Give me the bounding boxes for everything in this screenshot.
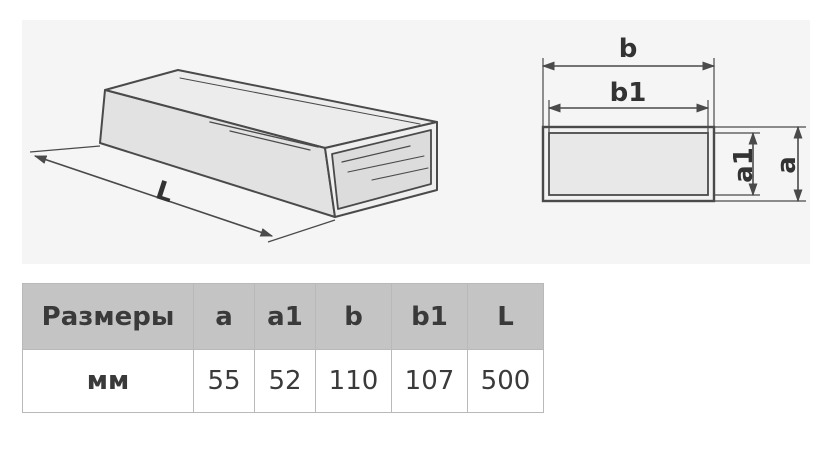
duct-cross-section: [541, 58, 806, 203]
table-row: мм 55 52 110 107 500: [22, 349, 544, 413]
outer-width-label: b: [619, 34, 638, 64]
outer-height-label: a: [772, 156, 802, 174]
section-inner-rect: [548, 132, 709, 196]
value-a: 55: [193, 349, 255, 413]
dimensions-table: Размеры a a1 b b1 L мм 55 52 110 107 500: [22, 283, 544, 413]
column-header-a1: a1: [254, 283, 316, 350]
column-header-b1: b1: [391, 283, 468, 350]
column-header-b: b: [315, 283, 392, 350]
table-header-row: Размеры a a1 b b1 L: [22, 283, 544, 350]
inner-width-label: b1: [610, 78, 647, 108]
column-header-a: a: [193, 283, 255, 350]
column-header-l: L: [467, 283, 544, 350]
inner-height-label: a1: [729, 147, 759, 183]
table-header-label: Размеры: [22, 283, 194, 350]
duct-end-opening: [331, 129, 432, 210]
duct-technical-drawing: L b b1 a1 a: [29, 34, 806, 243]
length-dimension: [29, 145, 336, 243]
duct-isometric-view: [99, 69, 438, 218]
value-l: 500: [467, 349, 544, 413]
value-b: 110: [315, 349, 392, 413]
value-b1: 107: [391, 349, 468, 413]
length-label: L: [152, 176, 177, 210]
table-row-label: мм: [22, 349, 194, 413]
value-a1: 52: [254, 349, 316, 413]
